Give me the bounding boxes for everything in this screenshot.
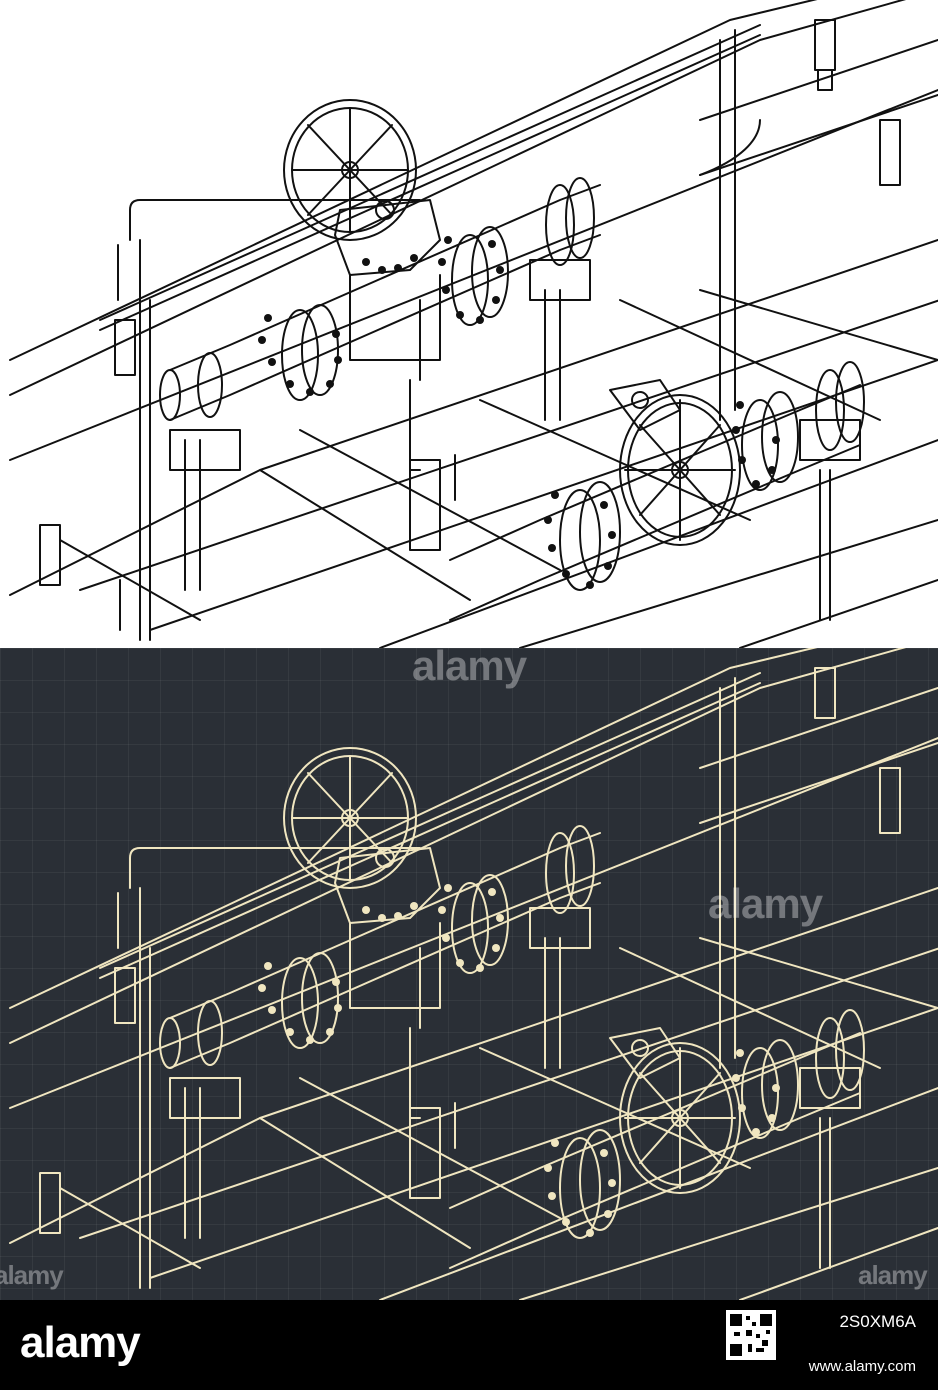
watermark-right-bottom: alamy (858, 1260, 928, 1290)
lower-pipe (449, 361, 865, 621)
lower-pipe-dark (449, 1009, 865, 1269)
flange-bolts-dark (258, 884, 780, 1237)
footer-bar: alamy 2S0XM6A www.alamy.com (0, 1300, 938, 1390)
upper-handwheel-valve-dark (283, 747, 441, 1009)
light-drawing-panel (0, 0, 938, 648)
dark-isometric-pipeline-drawing (9, 648, 938, 1300)
flange-bolts (258, 236, 780, 589)
brand-logo: alamy (20, 1318, 141, 1367)
frame-lines-dark (9, 648, 938, 1300)
dark-blueprint-panel: alamy alamy alamy alamy (0, 648, 938, 1300)
qr-code-icon (726, 1310, 776, 1360)
handrail (99, 24, 761, 471)
site-url: www.alamy.com (808, 1358, 916, 1375)
light-isometric-pipeline-drawing (9, 0, 938, 648)
handrail-dark (99, 672, 761, 1119)
watermark-right: alamy (708, 880, 823, 927)
image-id: 2S0XM6A (839, 1312, 916, 1331)
upper-pipe-dark (159, 687, 938, 1119)
upper-handwheel-valve (283, 99, 441, 361)
watermark-left-bottom: alamy (0, 1260, 64, 1290)
lower-handwheel-valve (609, 379, 741, 546)
lower-handwheel-valve-dark (609, 1027, 741, 1194)
pressure-gauges (39, 19, 901, 586)
pressure-gauges-dark (39, 667, 901, 1234)
watermark-top: alamy (412, 648, 527, 689)
